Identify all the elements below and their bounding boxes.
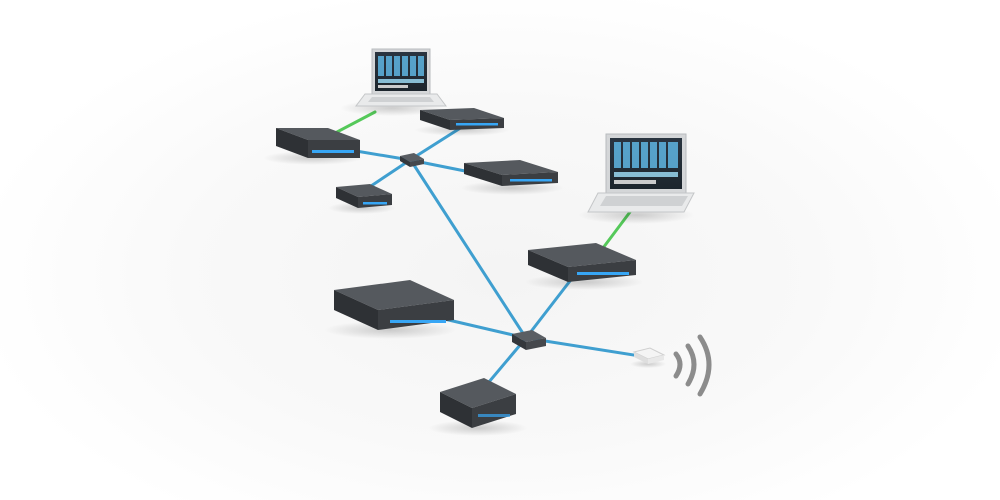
laptop-top xyxy=(340,48,447,116)
interface-bottom-led xyxy=(478,414,510,417)
interface-top-left-led xyxy=(312,150,354,153)
interface-top-right-led xyxy=(510,179,552,182)
interface-top-center-led xyxy=(456,123,498,126)
laptop-right-screen-content xyxy=(614,142,678,184)
switch-lower xyxy=(512,330,546,350)
interface-top-right xyxy=(460,160,564,195)
interface-right-led xyxy=(577,272,629,275)
wifi-waves-icon xyxy=(673,334,712,397)
interface-top-center xyxy=(414,108,510,136)
link-switch-upper-to-switch-lower xyxy=(410,160,528,340)
interface-top-left xyxy=(263,128,363,165)
interface-bottom-left-led xyxy=(390,320,446,323)
interface-right xyxy=(524,243,644,290)
interface-small xyxy=(328,184,396,214)
switch-upper xyxy=(400,153,424,167)
wireless-access-point xyxy=(630,347,666,368)
interface-bottom xyxy=(428,378,528,436)
link-switch-lower-to-interface-bottom-left xyxy=(438,316,528,340)
interface-small-led xyxy=(363,202,387,205)
laptop-right xyxy=(578,133,695,224)
interface-bottom-left xyxy=(324,280,456,339)
laptop-top-screen-content xyxy=(378,56,424,88)
